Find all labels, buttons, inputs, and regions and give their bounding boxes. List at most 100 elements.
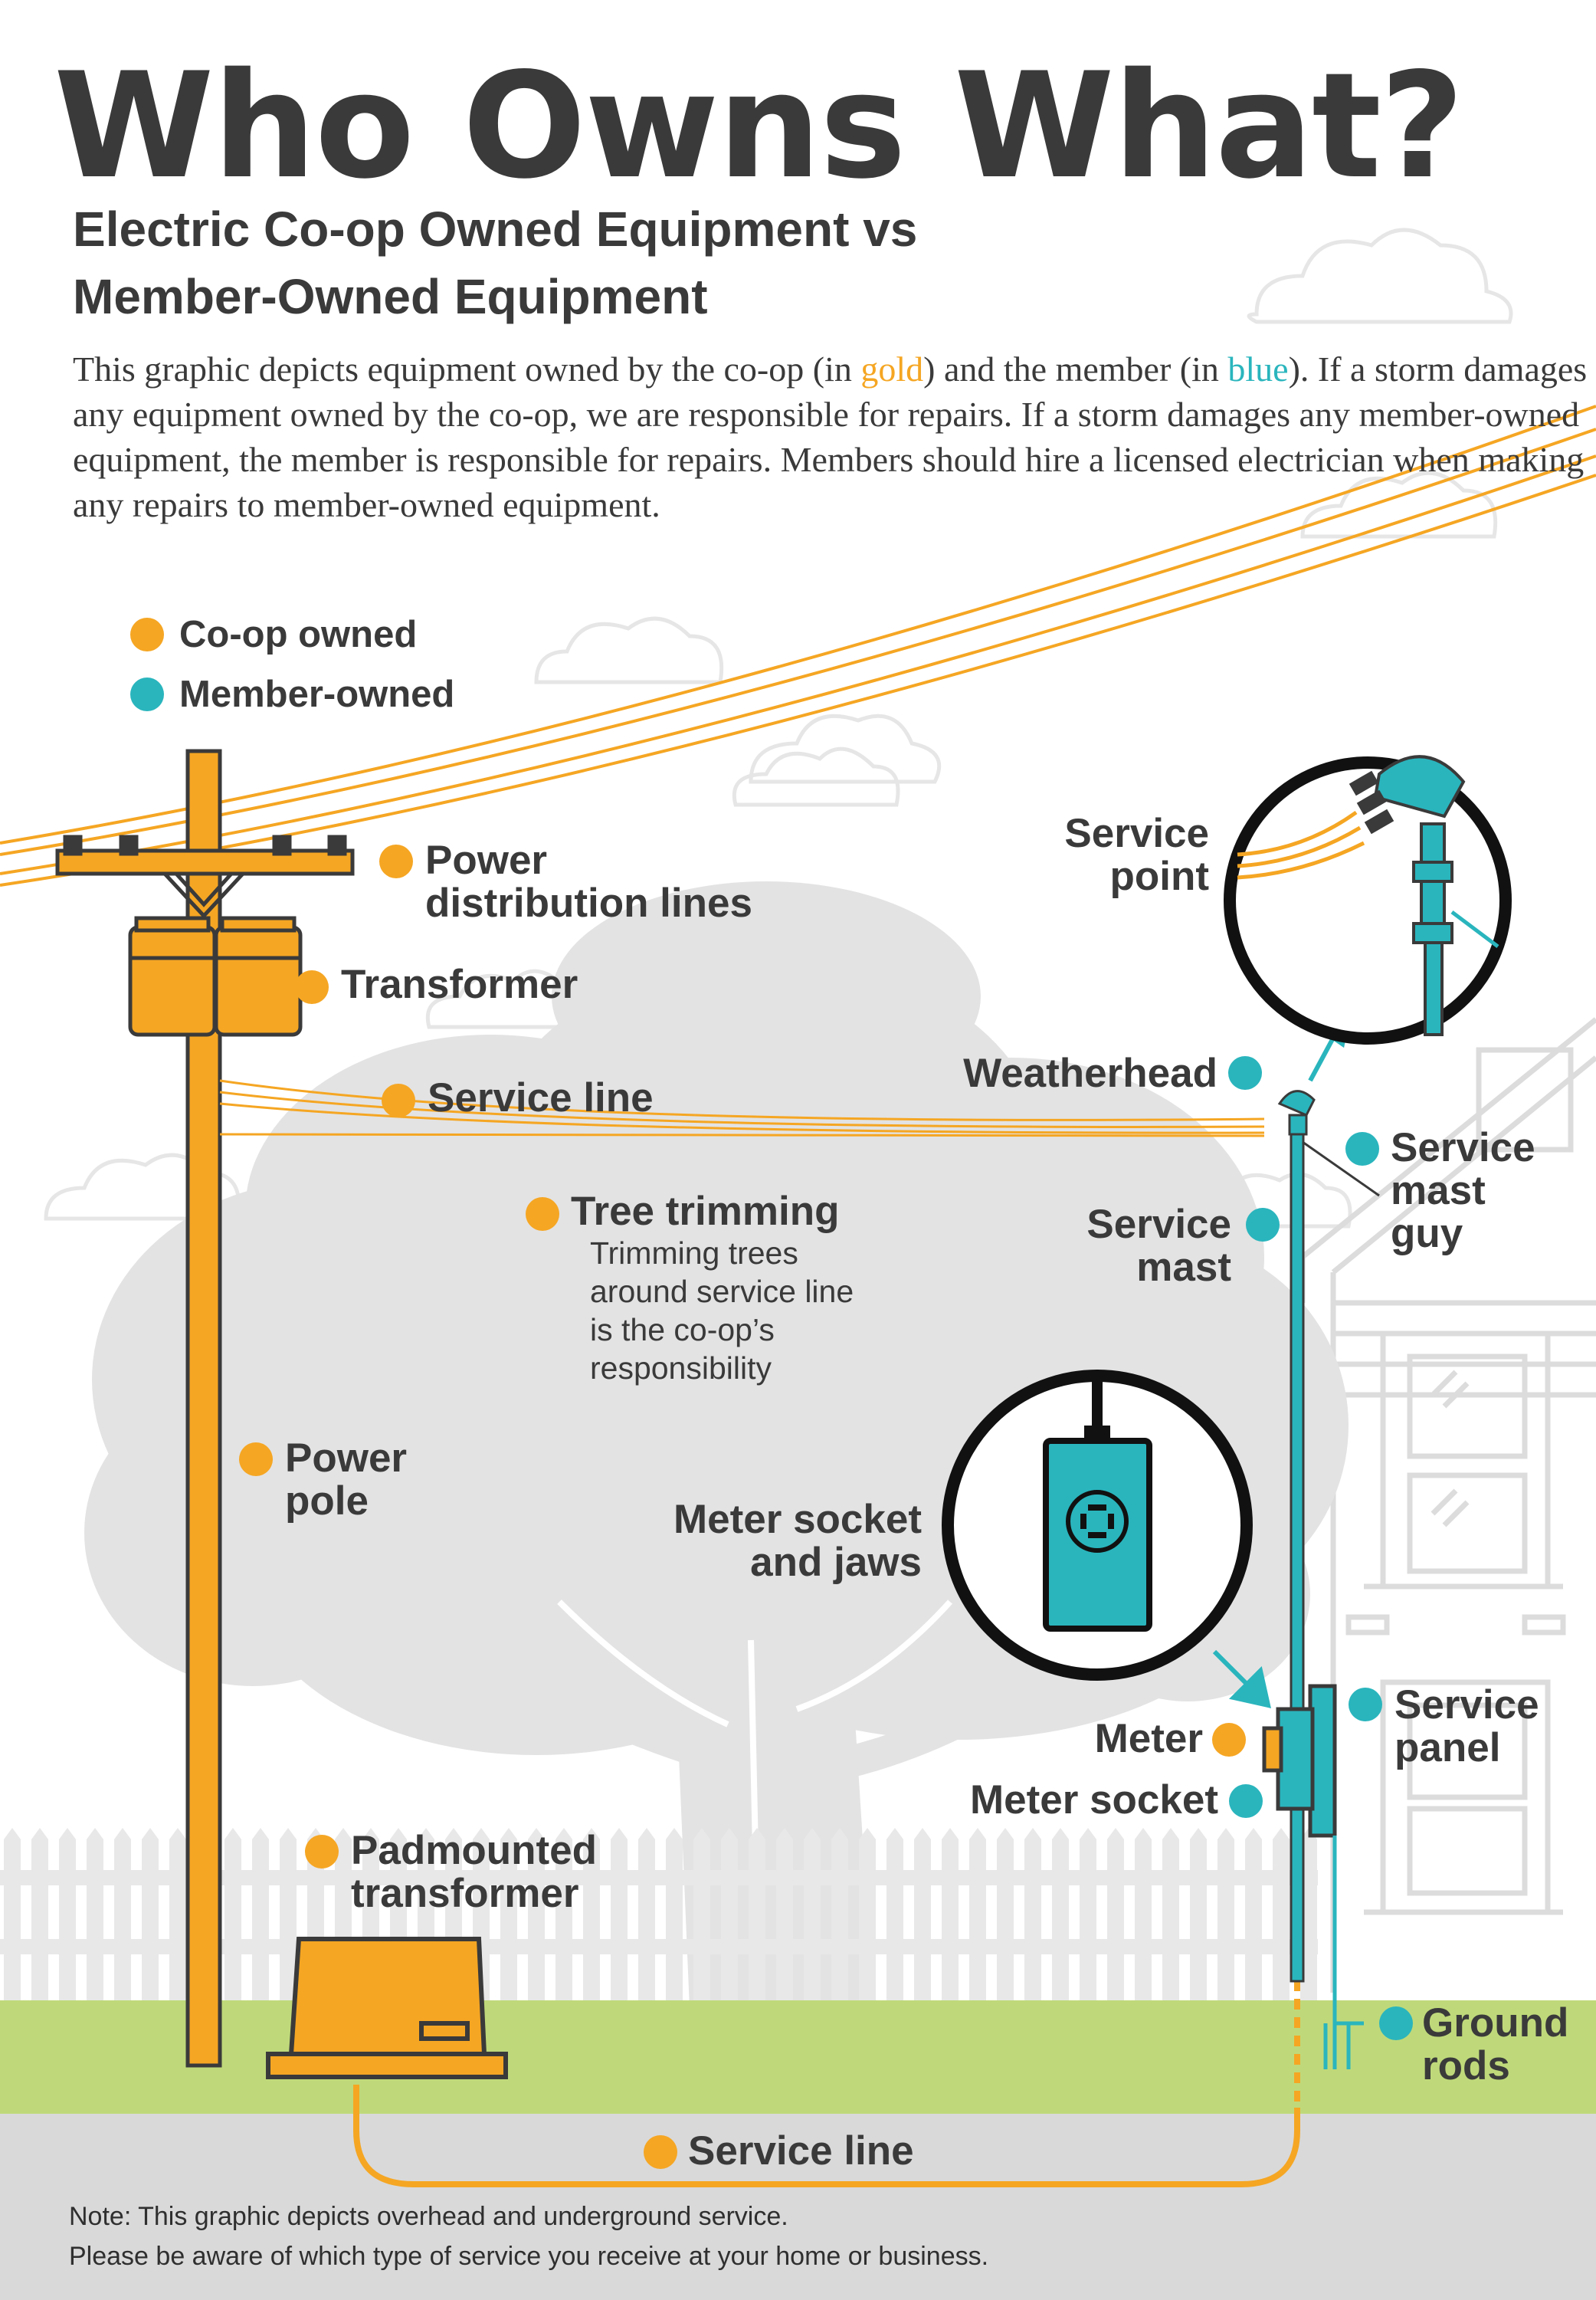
- label-service-line-underground: Service line: [688, 2128, 914, 2174]
- legend-member-label: Member-owned: [179, 674, 455, 715]
- page-title: Who Owns What?: [54, 41, 1464, 211]
- padmounted-transformer: [266, 1937, 508, 2079]
- label-line: Service: [1391, 1125, 1535, 1170]
- fence-picket: [997, 1828, 1014, 2000]
- fence-picket: [611, 1828, 628, 2000]
- footer-note: Note: This graphic depicts overhead and …: [69, 2197, 988, 2276]
- fence-picket: [693, 1828, 710, 2000]
- teal-dot-icon: [1246, 1208, 1280, 1242]
- label-line: transformer: [351, 1871, 579, 1916]
- fence-picket: [886, 1828, 903, 2000]
- teal-dot-icon: [1349, 1688, 1382, 1721]
- fence-picket: [831, 1828, 848, 2000]
- label-line: mast: [1391, 1168, 1486, 1213]
- teal-dot-icon: [1379, 2006, 1413, 2040]
- fence-picket: [1052, 1828, 1069, 2000]
- fence-picket: [1190, 1828, 1207, 2000]
- teal-dot-icon: [1345, 1132, 1379, 1166]
- label-line: Service: [1394, 1682, 1539, 1727]
- label-service-mast: Service mast: [1086, 1203, 1231, 1289]
- label-ground-rods: Ground rods: [1422, 2002, 1568, 2088]
- meter-and-panel: [1262, 1684, 1364, 2069]
- ground: [0, 2114, 1596, 2300]
- gold-dot-icon: [130, 618, 164, 651]
- label-service-panel: Service panel: [1394, 1684, 1539, 1770]
- fence-picket: [749, 1828, 765, 2000]
- gold-dot-icon: [305, 1835, 339, 1869]
- fence-picket: [1273, 1828, 1290, 2000]
- teal-dot-icon: [130, 678, 164, 711]
- fence-picket: [721, 1828, 738, 2000]
- gold-dot-icon: [382, 1084, 415, 1117]
- legend-coop-label: Co-op owned: [179, 614, 418, 655]
- note-line: Please be aware of which type of service…: [69, 2242, 989, 2271]
- fence-picket: [666, 1828, 683, 2000]
- gold-dot-icon: [526, 1197, 559, 1231]
- label-padmounted-transformer: Padmounted transformer: [351, 1829, 597, 1915]
- subtitle-line-2: Member-Owned Equipment: [73, 269, 708, 324]
- grass: [0, 2000, 1596, 2115]
- intro-text-1: This graphic depicts equipment owned by …: [73, 349, 861, 389]
- fence-picket: [555, 1828, 572, 2000]
- fence-picket: [59, 1828, 76, 2000]
- fence-picket: [942, 1828, 959, 2000]
- fence-picket: [1024, 1828, 1041, 2000]
- label-meter: Meter: [1094, 1716, 1203, 1761]
- fence-picket: [31, 1828, 48, 2000]
- fence-picket: [1245, 1828, 1262, 2000]
- teal-dot-icon: [1229, 1784, 1263, 1818]
- page-subtitle: Electric Co-op Owned Equipment vs Member…: [73, 195, 917, 330]
- label-line: Meter socket: [673, 1497, 922, 1542]
- meter-socket-circle: [942, 1370, 1253, 1681]
- fence-picket: [142, 1828, 159, 2000]
- note-line: is the co-op’s: [590, 1312, 775, 1347]
- label-service-line-overhead: Service line: [428, 1075, 654, 1120]
- fence-picket: [500, 1828, 517, 2000]
- label-service-point: Service point: [1064, 812, 1209, 898]
- note-line: Trimming trees: [590, 1235, 798, 1271]
- fence-picket: [252, 1828, 269, 2000]
- service-point-circle: [1224, 755, 1512, 1045]
- label-meter-socket: Meter socket: [969, 1777, 1218, 1823]
- fence-picket: [169, 1828, 186, 2000]
- fence-picket: [280, 1828, 297, 2000]
- label-transformer: Transformer: [341, 962, 578, 1007]
- intro-text-3: ). If a storm damages any equipment owne…: [73, 349, 1588, 524]
- label-line: Power: [285, 1435, 408, 1481]
- gold-dot-icon: [1212, 1723, 1246, 1757]
- fence-picket: [804, 1828, 821, 2000]
- label-line: Service: [1086, 1202, 1231, 1247]
- fence-picket: [528, 1828, 545, 2000]
- teal-dot-icon: [1228, 1056, 1262, 1090]
- label-line: panel: [1394, 1725, 1501, 1770]
- label-line: distribution lines: [425, 881, 752, 926]
- label-power-pole: Power pole: [285, 1437, 407, 1523]
- gold-dot-icon: [644, 2135, 677, 2169]
- fence-picket: [859, 1828, 876, 2000]
- label-power-distribution-lines: Power distribution lines: [425, 839, 752, 925]
- fence-picket: [583, 1828, 600, 2000]
- fence-picket: [87, 1828, 103, 2000]
- subtitle-line-1: Electric Co-op Owned Equipment vs: [73, 202, 918, 257]
- label-line: pole: [285, 1478, 369, 1524]
- label-tree-trimming: Tree trimming: [571, 1189, 840, 1234]
- legend-coop: Co-op owned: [130, 613, 417, 656]
- fence-picket: [638, 1828, 655, 2000]
- fence-picket: [1080, 1828, 1096, 2000]
- underground-service-line: [353, 2085, 1300, 2187]
- label-line: guy: [1391, 1211, 1463, 1256]
- label-line: Power: [425, 838, 548, 883]
- fence-picket: [4, 1828, 21, 2000]
- legend-member: Member-owned: [130, 673, 454, 716]
- label-line: mast: [1136, 1245, 1231, 1290]
- fence-picket: [1162, 1828, 1179, 2000]
- intro-text-2: ) and the member (in: [923, 349, 1228, 389]
- fence-picket: [1135, 1828, 1152, 2000]
- fence-picket: [224, 1828, 241, 2000]
- fence-picket: [114, 1828, 131, 2000]
- note-line: responsibility: [590, 1350, 772, 1386]
- label-line: point: [1109, 854, 1210, 899]
- fence-picket: [1217, 1828, 1234, 2000]
- note-line: Note: This graphic depicts overhead and …: [69, 2202, 788, 2231]
